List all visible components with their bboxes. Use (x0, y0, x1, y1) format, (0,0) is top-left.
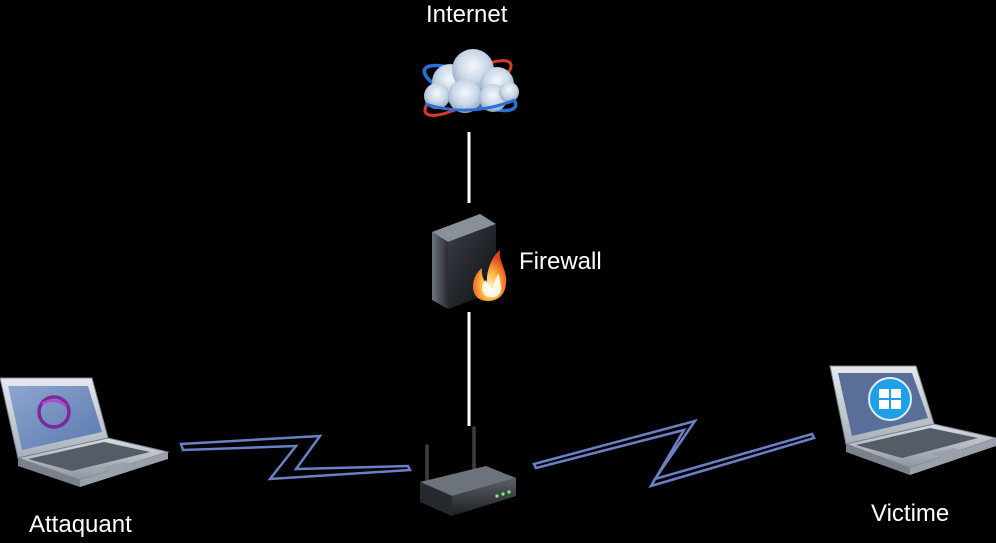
victim-label: Victime (871, 500, 950, 527)
wireless-link-attacker (179, 434, 412, 481)
windows-logo-icon (868, 377, 912, 421)
cloud-icon (422, 49, 519, 117)
wireless-link-victim (532, 418, 816, 489)
firewall-label: Firewall (519, 248, 602, 275)
internet-label: Internet (426, 1, 508, 28)
wireless-router-icon (420, 426, 516, 516)
attacker-label: Attaquant (29, 511, 132, 538)
linux-logo-icon (37, 395, 71, 429)
firewall-icon (432, 214, 507, 309)
attacker-laptop (0, 377, 170, 487)
victim-laptop (829, 365, 996, 475)
